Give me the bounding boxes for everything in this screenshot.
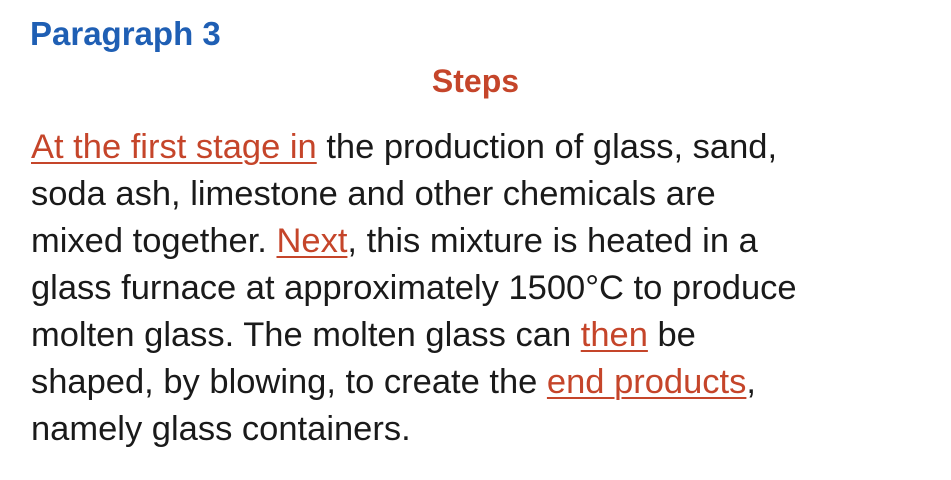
paragraph-line: shaped, by blowing, to create the end pr…	[31, 359, 936, 406]
paragraph-line: namely glass containers.	[31, 406, 936, 453]
body-text: mixed together.	[31, 222, 277, 260]
sequence-marker-phrase: then	[580, 316, 648, 354]
paragraph-line: At the first stage in the production of …	[31, 124, 936, 171]
steps-subheading: Steps	[431, 63, 520, 99]
body-text: ,	[746, 363, 756, 401]
paragraph-line: mixed together. Next, this mixture is he…	[31, 218, 936, 265]
paragraph-line: soda ash, limestone and other chemicals …	[31, 171, 936, 218]
body-text: soda ash, limestone and other chemicals …	[31, 175, 716, 213]
sequence-marker-phrase: end products	[546, 363, 747, 401]
paragraph-body: At the first stage in the production of …	[31, 124, 936, 453]
body-text: glass furnace at approximately 1500°C to…	[31, 269, 797, 307]
paragraph-heading: Paragraph 3	[30, 15, 221, 52]
body-text: namely glass containers.	[31, 410, 411, 448]
sequence-marker-phrase: Next	[276, 222, 348, 260]
body-text: , this mixture is heated in a	[347, 222, 758, 260]
body-text: molten glass. The molten glass can	[31, 316, 581, 354]
body-text: shaped, by blowing, to create the	[31, 363, 547, 401]
sequence-marker-phrase: At the first stage in	[31, 128, 317, 166]
paragraph-line: glass furnace at approximately 1500°C to…	[31, 265, 936, 312]
body-text: be	[647, 316, 696, 354]
body-text: the production of glass, sand,	[316, 128, 778, 166]
paragraph-line: molten glass. The molten glass can then …	[31, 312, 936, 359]
